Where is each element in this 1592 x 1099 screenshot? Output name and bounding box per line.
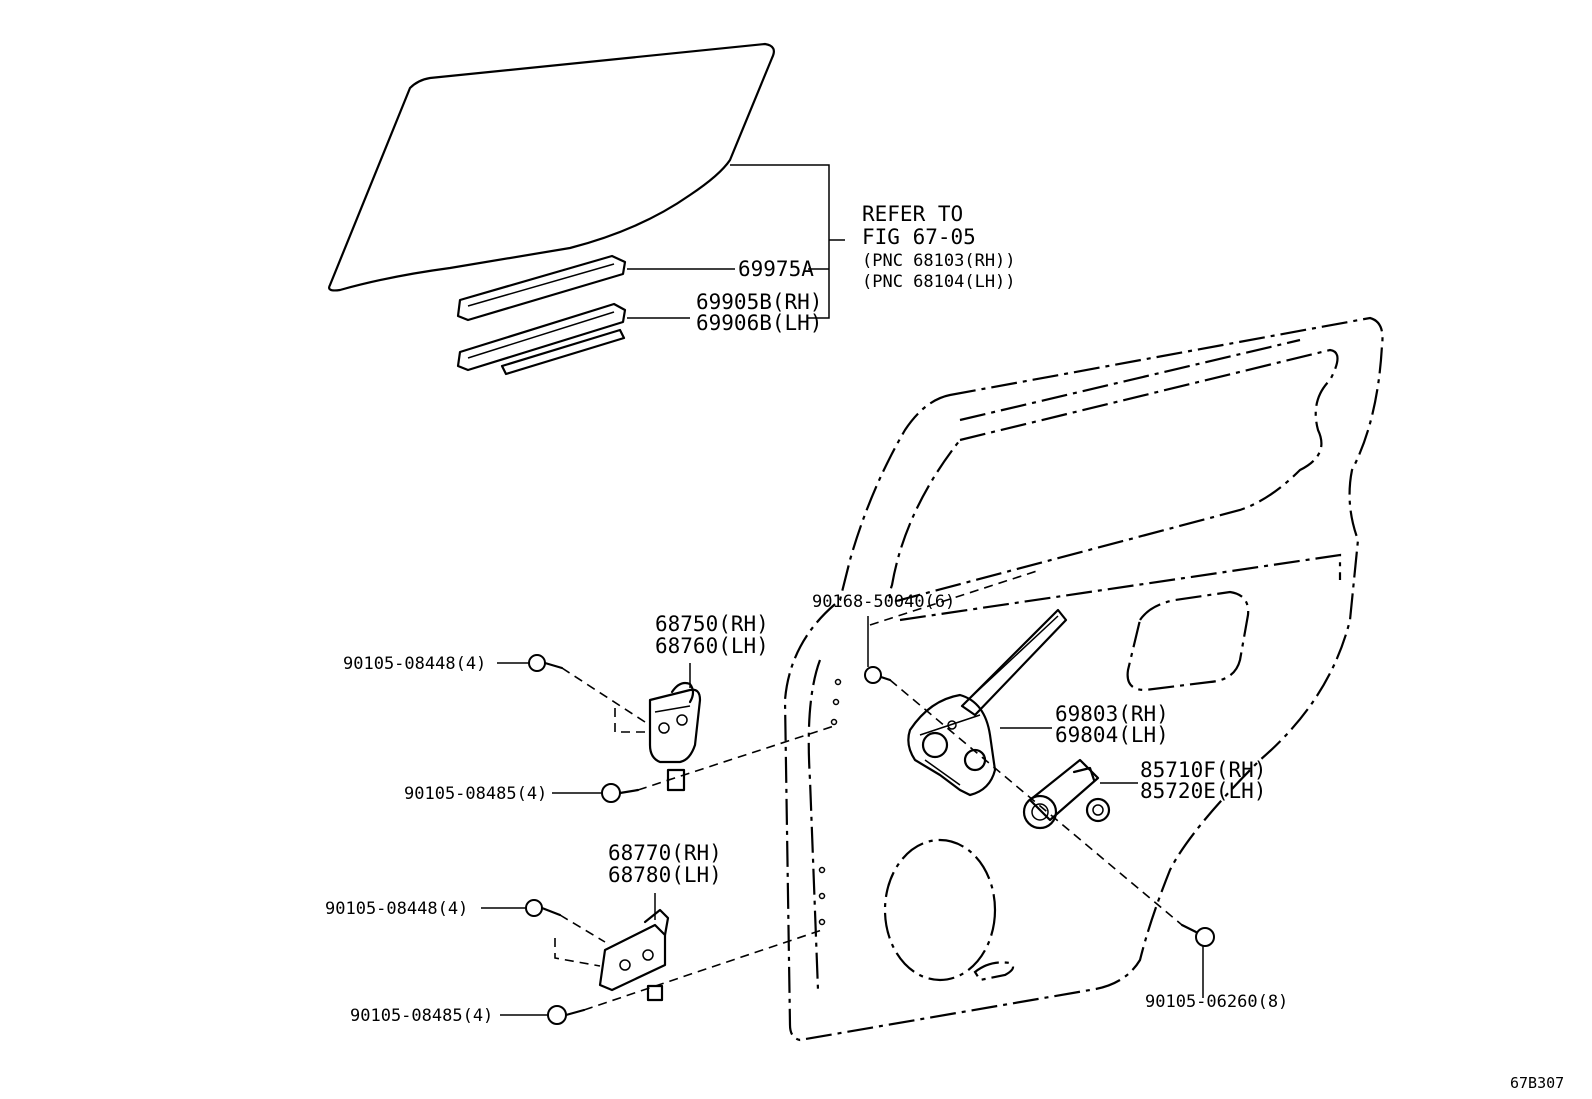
reference-bracket	[627, 164, 845, 319]
reference-line-3: (PNC 68103(RH))	[862, 251, 1016, 271]
belt-weatherstrip	[456, 302, 627, 376]
bolt-regulator	[864, 666, 892, 684]
upper-hinge	[648, 681, 702, 792]
label-upper-hinge-lh: 68760(LH)	[655, 634, 769, 658]
label-weatherstrip-lh: 69906B(LH)	[696, 311, 822, 335]
label-bolt-door-trim: 90105-06260(8)	[1145, 992, 1288, 1012]
door-panel	[783, 316, 1384, 1042]
label-weatherstrip-rh: 69905B(RH)	[696, 290, 822, 314]
bolt-door-trim	[1180, 923, 1215, 947]
bolt-upper-door	[528, 654, 564, 672]
label-bolt-lower-body: 90105-08485(4)	[350, 1006, 493, 1026]
regulator-motor	[1022, 758, 1111, 830]
label-bolt-regulator: 90168-50040(6)	[812, 592, 955, 612]
label-regulator-lh: 69804(LH)	[1055, 723, 1169, 747]
assembly-lines	[554, 569, 1183, 1011]
reference-line-2: FIG 67-05	[862, 225, 976, 249]
glass-run-strip	[456, 254, 627, 322]
label-bolt-upper-door: 90105-08448(4)	[343, 654, 486, 674]
label-regulator-rh: 69803(RH)	[1055, 702, 1169, 726]
label-glass-run: 69975A	[738, 257, 814, 281]
bolt-lower-door	[525, 899, 562, 917]
reference-line-4: (PNC 68104(LH))	[862, 272, 1016, 292]
bolt-lower-body	[547, 1005, 586, 1025]
label-upper-hinge-rh: 68750(RH)	[655, 612, 769, 636]
window-regulator	[907, 608, 1068, 797]
figure-id: 67B307	[1510, 1074, 1564, 1092]
label-lower-hinge-lh: 68780(LH)	[608, 863, 722, 887]
label-motor-lh: 85720E(LH)	[1140, 779, 1266, 803]
bolt-upper-body	[601, 783, 640, 803]
label-bolt-upper-body: 90105-08485(4)	[404, 784, 547, 804]
label-lower-hinge-rh: 68770(RH)	[608, 841, 722, 865]
label-bolt-lower-door: 90105-08448(4)	[325, 899, 468, 919]
lower-hinge	[598, 908, 670, 1002]
door-glass	[328, 42, 775, 292]
leader-lines	[481, 616, 1204, 1016]
label-motor-rh: 85710F(RH)	[1140, 758, 1266, 782]
reference-line-1: REFER TO	[862, 202, 963, 226]
